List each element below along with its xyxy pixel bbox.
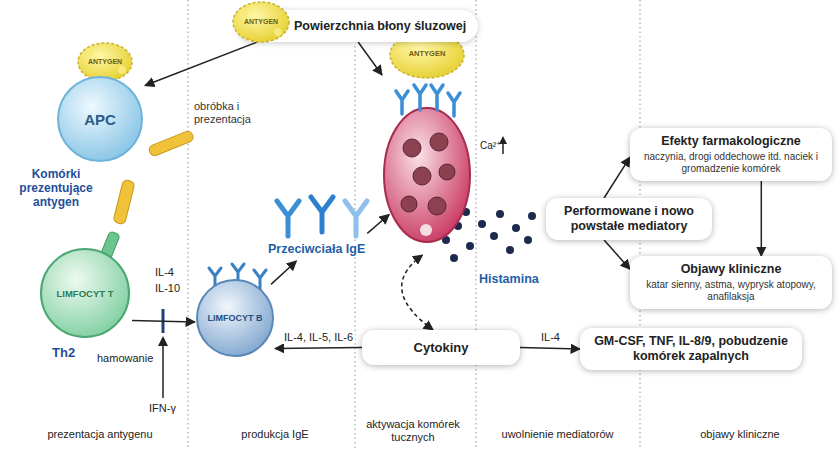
- box-body: naczynia, drogi oddechowe itd. naciek i …: [638, 151, 824, 175]
- antigen-bump: [118, 66, 126, 74]
- stage-label: uwolnienie mediatorów: [480, 428, 635, 441]
- cell-outline: [384, 108, 470, 242]
- cytokine-label: IL-10: [155, 282, 180, 295]
- mast-cell: ANTYGEN: [382, 30, 472, 255]
- mediator-dot: [506, 246, 514, 254]
- mediator-dot: [478, 220, 486, 228]
- feedback-connector: [402, 255, 433, 330]
- antigen-blob: [233, 2, 289, 42]
- antibody-group: Przeciwciała IgE: [266, 192, 367, 261]
- process-box: Efekty farmakologiczne naczynia, drogi od…: [630, 128, 832, 181]
- ion-label: Ca²⁺: [480, 139, 501, 152]
- mediator-label: Histamina: [479, 272, 539, 287]
- cell-name: LIMFOCYT B: [208, 313, 263, 323]
- mediator-dot: [496, 210, 504, 218]
- antibody-symbol: [345, 201, 367, 236]
- antibody-symbol: [311, 197, 333, 232]
- cell-outline: [58, 77, 142, 161]
- ige-receptor: [448, 93, 460, 116]
- granule: [401, 196, 417, 212]
- granule: [430, 133, 448, 151]
- apc-cell: APCKomórki prezentujące antygen: [55, 75, 145, 163]
- arrow-connector: [271, 261, 296, 284]
- stage-label: produkcja IgE: [200, 428, 350, 441]
- divider-line: [188, 0, 189, 448]
- cell-name: LIMFOCYT T: [57, 288, 114, 299]
- arrow-connector: [275, 347, 362, 349]
- antigen-blob: [78, 43, 132, 81]
- arrow-head: [158, 336, 168, 346]
- antibody-shape: [148, 130, 195, 157]
- ige-receptor: [414, 85, 426, 110]
- box-title: GM-CSF, TNF, IL-8/9, pobudzenie komórek …: [588, 334, 794, 364]
- box-title: Powierzchnia błony śluzowej: [294, 19, 466, 34]
- group-label: Przeciwciała IgE: [268, 242, 365, 257]
- stage-label: aktywacja komórek tucznych: [358, 418, 468, 444]
- b-cell: LIMFOCYT B: [195, 278, 275, 358]
- mediator-dot: [466, 242, 474, 250]
- cell-name: APC: [84, 111, 116, 128]
- antigen-text: ANTYGEN: [236, 18, 286, 26]
- process-box: Cytokiny: [362, 330, 520, 365]
- mediator-dot: [490, 232, 498, 240]
- ige-receptor: [431, 85, 443, 110]
- arrow-connector: [145, 42, 257, 86]
- mediator-dot: [512, 224, 520, 232]
- granule: [413, 167, 431, 185]
- arrow-connector: [604, 157, 630, 198]
- antigen-text: ANTYGEN: [81, 58, 129, 66]
- stage-label: prezentacja antygenu: [20, 428, 180, 441]
- mediator-dot: [524, 236, 532, 244]
- step-note: obróbka i prezentacja: [194, 100, 266, 126]
- process-box: GM-CSF, TNF, IL-8/9, pobudzenie komórek …: [580, 328, 802, 370]
- process-box: Performowane i nowo powstałe mediatory: [546, 198, 712, 240]
- box-body: katar sienny, astma, wyprysk atopowy, an…: [638, 279, 824, 303]
- stage-label: objawy kliniczne: [650, 428, 830, 441]
- cell-outline: [197, 280, 273, 356]
- granule: [439, 164, 455, 180]
- antigen-bump: [274, 28, 282, 36]
- cell-heading: Komórki prezentujące antygen: [8, 167, 104, 209]
- antibody-symbol: [277, 201, 299, 236]
- granule: [403, 139, 421, 157]
- inhibition-label: hamowanie: [97, 352, 153, 365]
- edge-label: IL-4, IL-5, IL-6: [282, 331, 355, 344]
- surface-box: Powierzchnia błony śluzowej: [238, 10, 478, 42]
- cytokine-label: IL-4: [155, 266, 174, 279]
- arrow-connector: [520, 348, 580, 350]
- mediator-dot: [528, 212, 536, 220]
- antigen-bump: [240, 8, 248, 16]
- edge-label: IL-4: [539, 331, 562, 344]
- arrow-connector: [358, 42, 382, 75]
- antigen-text: ANTYGEN: [382, 49, 472, 58]
- cytokine-label: IFN-γ: [149, 402, 176, 415]
- t-cell: LIMFOCYT TTh2: [38, 247, 132, 339]
- cell-heading: Th2: [52, 345, 75, 360]
- arrow-connector: [761, 181, 763, 256]
- mast-cell: [382, 30, 472, 255]
- antibody-shape: [113, 179, 135, 225]
- cell-outline: [41, 249, 129, 337]
- box-title: Objawy kliniczne: [638, 262, 824, 277]
- box-title: Efekty farmakologiczne: [638, 134, 824, 149]
- granule: [428, 197, 446, 215]
- ige-receptor: [396, 91, 408, 114]
- arrow-connector: [132, 321, 195, 322]
- arrow-connector: [604, 240, 630, 269]
- mediator-dot: [450, 254, 458, 262]
- arrow-connector: [367, 215, 389, 234]
- granule-release: [420, 224, 432, 236]
- box-title: Performowane i nowo powstałe mediatory: [554, 204, 704, 234]
- box-title: Cytokiny: [370, 340, 512, 355]
- antigen-bump: [86, 48, 94, 56]
- ifn-arrow: [162, 344, 164, 398]
- divider-line: [476, 0, 477, 448]
- antibody-icons: [268, 192, 378, 242]
- antigen-illustration: [228, 0, 294, 54]
- process-box: Objawy kliniczne katar sienny, astma, wyp…: [630, 256, 832, 309]
